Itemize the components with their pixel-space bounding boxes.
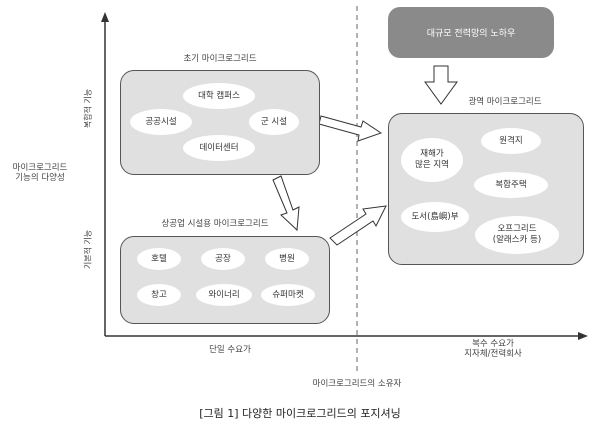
commercial-item: 슈퍼마켓	[261, 284, 315, 306]
knowhow-box: 대규모 전력망의 노하우	[388, 7, 554, 58]
early-item: 대학 캠퍼스	[183, 83, 255, 109]
commercial-item: 와이너리	[196, 284, 252, 306]
commercial-item: 공장	[201, 248, 245, 270]
arrow-commercial-to-wide	[329, 205, 387, 246]
arrow-early-to-commercial	[272, 175, 300, 232]
y-axis-arrowhead	[101, 12, 109, 22]
x-axis-arrowhead	[578, 332, 588, 340]
early-group-title: 초기 마이크로그리드	[183, 54, 257, 64]
y-axis-title: 마이크로그리드 기능의 다양성	[12, 163, 68, 184]
wide-item: 복합주택	[474, 172, 548, 198]
commercial-group-title: 상공업 시설용 마이크로그리드	[161, 219, 269, 229]
commercial-item: 병원	[265, 248, 309, 270]
wide-group: 재해가 많은 지역 원격지 복합주택 도서(島嶼)부 오프그리드 (알래스카 등…	[388, 113, 584, 265]
arrow-knowhow-to-wide	[424, 65, 458, 105]
early-item: 데이터센터	[183, 135, 255, 161]
wide-item: 도서(島嶼)부	[401, 202, 469, 232]
x-axis-right-label: 복수 수요가 지자체/전력회사	[464, 339, 522, 360]
wide-item: 재해가 많은 지역	[401, 138, 463, 182]
wide-item: 오프그리드 (알래스카 등)	[475, 216, 559, 254]
commercial-item: 창고	[137, 284, 181, 306]
figure-caption: [그림 1] 다양한 마이크로그리드의 포지셔닝	[199, 407, 401, 420]
early-item: 공공시설	[130, 109, 192, 135]
arrow-early-to-wide	[318, 115, 383, 142]
x-axis-title: 마이크로그리드의 소유자	[312, 379, 402, 389]
y-axis-upper-label: 복합적 기능	[83, 88, 93, 129]
x-axis-left-label: 단일 수요가	[209, 345, 251, 355]
commercial-group: 호텔 공장 병원 창고 와이너리 슈퍼마켓	[120, 236, 330, 324]
early-group: 대학 캠퍼스 공공시설 군 시설 데이터센터	[120, 70, 320, 175]
y-axis-lower-label: 기본적 기능	[83, 229, 93, 270]
early-item: 군 시설	[249, 109, 299, 135]
commercial-item: 호텔	[137, 248, 181, 270]
wide-item: 원격지	[481, 128, 541, 154]
wide-group-title: 광역 마이크로그리드	[468, 97, 542, 107]
